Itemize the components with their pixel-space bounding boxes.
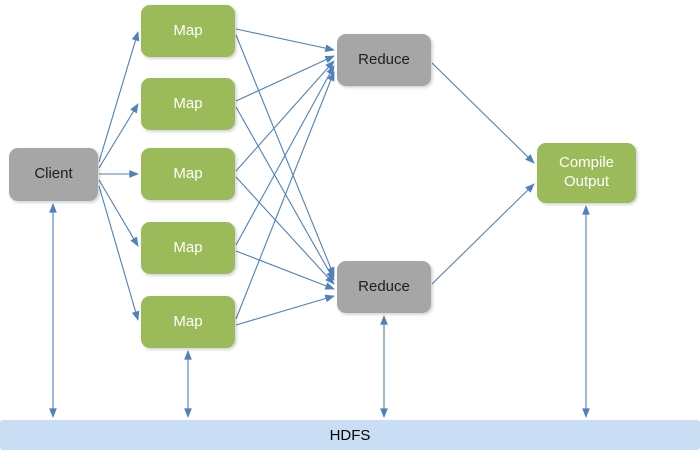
hdfs-bar: HDFS: [0, 420, 700, 450]
compile-output-node: Compile Output: [537, 143, 636, 203]
reduce-to-compile-arrows: [431, 62, 535, 285]
map-label: Map: [173, 21, 203, 39]
client-to-map-arrows: [98, 31, 140, 321]
client-label: Client: [34, 165, 73, 183]
client-node: Client: [9, 148, 98, 201]
map-node-2: Map: [141, 78, 235, 130]
map-label: Map: [173, 94, 203, 112]
map-node-3: Map: [141, 148, 235, 200]
map-node-1: Map: [141, 5, 235, 57]
compile-output-label: Compile Output: [558, 154, 615, 190]
hdfs-label: HDFS: [329, 426, 371, 444]
map-node-4: Map: [141, 222, 235, 274]
map-label: Map: [173, 164, 203, 182]
map-to-reduce2-arrows: [235, 34, 335, 326]
map-to-reduce1-arrows: [235, 28, 335, 320]
reduce-node-2: Reduce: [337, 261, 431, 313]
hdfs-link-arrows: [49, 203, 590, 418]
map-node-5: Map: [141, 296, 235, 348]
map-label: Map: [173, 312, 203, 330]
reduce-label: Reduce: [358, 277, 410, 295]
reduce-label: Reduce: [358, 50, 410, 68]
map-label: Map: [173, 238, 203, 256]
reduce-node-1: Reduce: [337, 34, 431, 86]
